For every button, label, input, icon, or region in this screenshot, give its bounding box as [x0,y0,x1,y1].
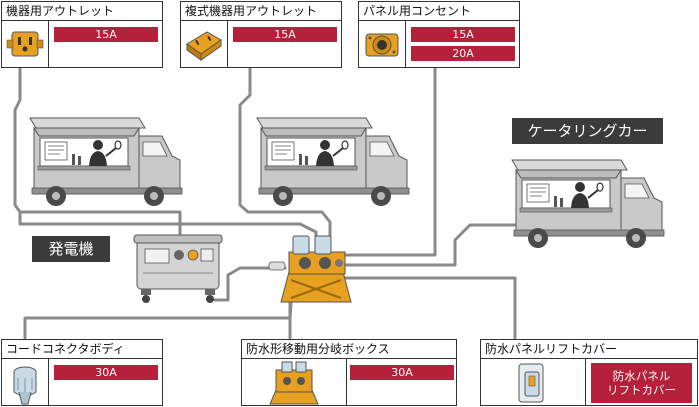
generator [133,234,223,303]
outlet-icon [6,31,44,57]
duplex-outlet-box: 複式機器用アウトレット 15A [180,1,342,68]
waterproof-junction-box [268,235,352,303]
lift-cover-icon-cell [481,358,586,405]
waterproof-box-title: 防水形移動用分岐ボックス [242,340,456,359]
cord-icon-cell [2,358,49,405]
panel-connector-icon [365,33,399,57]
waterproof-box-icon [269,361,319,405]
cord-connector-rating: 30A [54,365,158,380]
duplex-outlet-rating: 15A [233,27,337,42]
waterproof-box-panel: 防水形移動用分岐ボックス 30A [241,339,457,406]
lift-cover-box: 防水パネルリフトカバー 防水パネル リフトカバー [480,339,698,406]
panel-rating-20a: 20A [411,46,515,61]
outlet-icon-cell [2,20,49,67]
duplex-icon-cell [181,20,228,67]
waterproof-box-icon-cell [242,358,347,405]
lift-cover-tag: 防水パネル リフトカバー [591,363,692,403]
food-truck-left [29,117,183,207]
outlet-box: 機器用アウトレット 15A [1,1,163,68]
lift-cover-tag-line-2: リフトカバー [607,383,676,397]
panel-rating-15a: 15A [411,27,515,42]
outlet-title: 機器用アウトレット [2,2,162,21]
waterproof-box-rating: 30A [350,365,454,380]
generator-label: 発電機 [32,236,110,262]
cord-connector-box: コードコネクタボディ 30A [1,339,163,406]
duplex-outlet-title: 複式機器用アウトレット [181,2,341,21]
cord-connector-title: コードコネクタボディ [2,340,162,359]
panel-connector-title: パネル用コンセント [359,2,519,21]
catering-truck [511,159,665,249]
cord-connector-icon [13,366,37,405]
duplex-outlet-icon [186,31,222,61]
panel-connector-box: パネル用コンセント 15A 20A [358,1,520,68]
lift-cover-title: 防水パネルリフトカバー [481,340,697,359]
lift-cover-icon [518,363,544,403]
cables [13,66,522,340]
panel-icon-cell [359,20,406,67]
catering-car-label: ケータリングカー [512,118,663,144]
outlet-rating: 15A [54,27,158,42]
lift-cover-tag-line-1: 防水パネル [612,369,671,383]
food-truck-middle [256,117,410,207]
